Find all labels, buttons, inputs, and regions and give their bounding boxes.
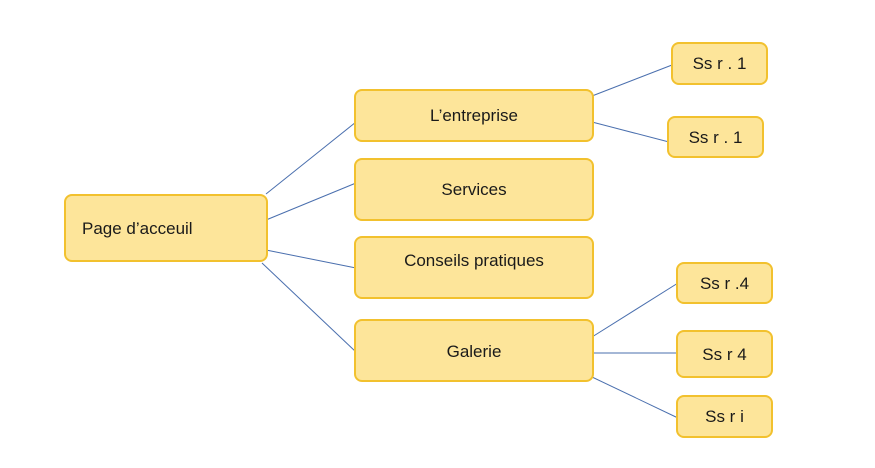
connector-galerie-ssri [591,376,679,419]
node-ssr4-a-label: Ss r .4 [699,273,750,293]
node-galerie-label: Galerie [446,342,502,361]
node-page-accueil: Page d’acceuil [64,194,268,262]
node-ssr4-b-label: Ss r 4 [702,344,747,364]
node-entreprise: L’entreprise [354,89,594,142]
connector-root-entreprise [265,121,357,195]
node-conseils-pratiques-label: Conseils pratiques [404,251,544,270]
node-galerie: Galerie [354,319,594,382]
connector-root-services [265,182,357,221]
node-services: Services [354,158,594,221]
node-ssr1-b-label: Ss r . 1 [688,127,743,147]
connector-entreprise-ssr1b [591,121,670,143]
connector-galerie-ssr4a [591,282,679,338]
connector-entreprise-ssr1a [591,64,673,97]
connector-root-galerie [261,262,357,353]
node-ssr1-a-label: Ss r . 1 [692,54,747,73]
node-page-accueil-label: Page d’acceuil [82,218,193,238]
node-entreprise-label: L’entreprise [430,106,518,125]
node-ssr1-a: Ss r . 1 [671,42,768,85]
node-ssr4-a: Ss r .4 [676,262,773,304]
node-ssr1-b: Ss r . 1 [667,116,764,158]
connector-root-conseils [265,249,357,269]
node-ssr4-b: Ss r 4 [676,330,773,378]
node-conseils-pratiques: Conseils pratiques [354,236,594,299]
node-ssri-label: Ss r i [705,407,744,426]
node-ssri: Ss r i [676,395,773,438]
node-services-label: Services [441,180,507,199]
